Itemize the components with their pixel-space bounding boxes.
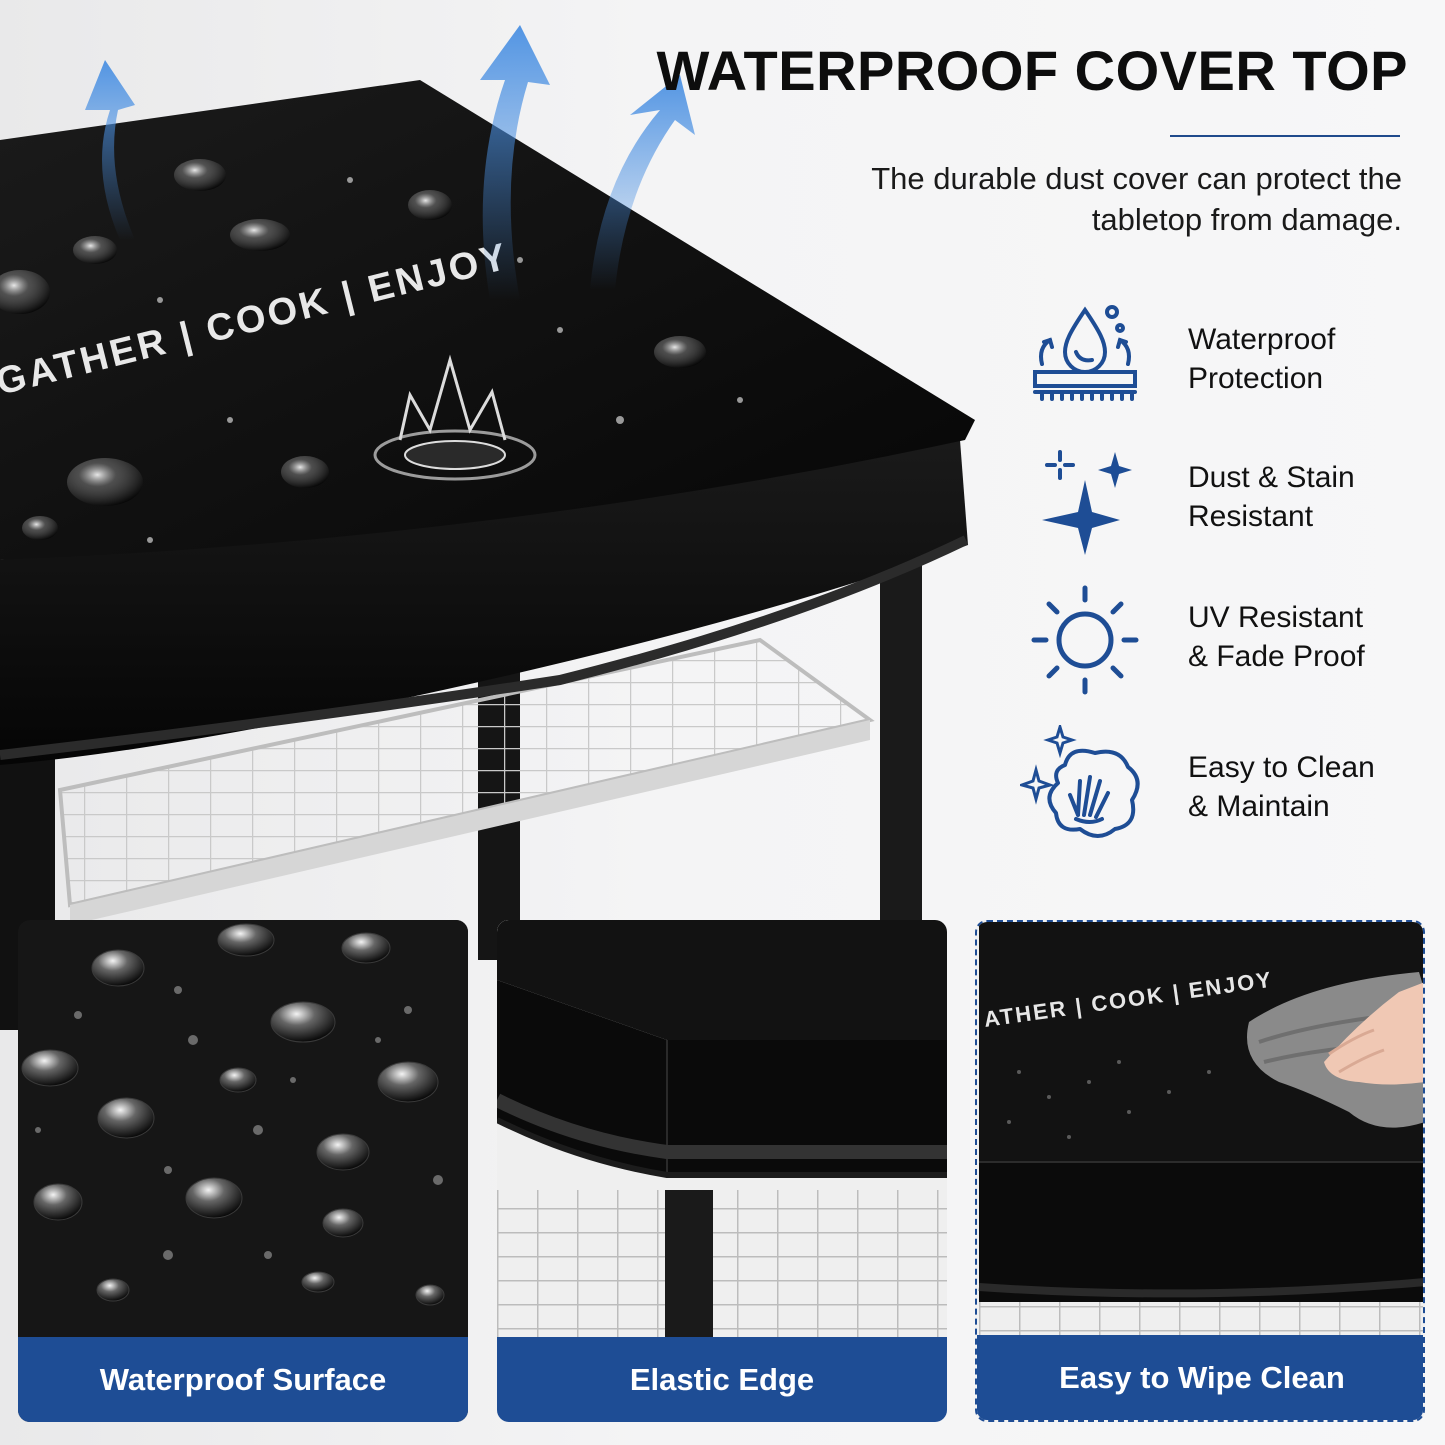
- hand-cloth-icon: [1020, 725, 1150, 845]
- panel-caption: Easy to Wipe Clean: [977, 1335, 1425, 1420]
- panel-caption: Elastic Edge: [497, 1337, 947, 1422]
- water-drop-icon: [1020, 300, 1150, 420]
- panel-elastic-edge: Elastic Edge: [497, 920, 947, 1422]
- feature-label: & Maintain: [1188, 787, 1330, 826]
- panel-caption: Waterproof Surface: [18, 1337, 468, 1422]
- feature-label: Protection: [1188, 359, 1323, 398]
- panel-easy-wipe: ATHER | COOK | ENJOY Easy to Wipe Clean: [975, 920, 1425, 1422]
- feature-waterproof: Waterproof Protection: [1020, 300, 1420, 420]
- feature-label: & Fade Proof: [1188, 637, 1365, 676]
- sparkle-icon: [1020, 440, 1150, 560]
- sun-icon: [1020, 580, 1150, 700]
- panel-waterproof-surface: Waterproof Surface: [18, 920, 468, 1422]
- table-leg: [880, 560, 922, 920]
- subtitle: The durable dust cover can protect the t…: [760, 158, 1402, 240]
- feature-label: Dust & Stain: [1188, 458, 1355, 497]
- wipe-clean-image: ATHER | COOK | ENJOY: [977, 922, 1425, 1340]
- subtitle-line: The durable dust cover can protect the: [760, 158, 1402, 199]
- title-divider: [1170, 135, 1400, 137]
- feature-dust-stain: Dust & Stain Resistant: [1020, 440, 1420, 560]
- feature-easy-clean: Easy to Clean & Maintain: [1020, 725, 1420, 845]
- subtitle-line: tabletop from damage.: [760, 199, 1402, 240]
- feature-label: Resistant: [1188, 497, 1313, 536]
- feature-label: UV Resistant: [1188, 598, 1363, 637]
- feature-uv: UV Resistant & Fade Proof: [1020, 580, 1420, 700]
- feature-label: Easy to Clean: [1188, 748, 1375, 787]
- elastic-edge-image: [497, 920, 947, 1338]
- page-title: WATERPROOF COVER TOP: [540, 38, 1408, 103]
- waterproof-surface-image: [18, 920, 468, 1338]
- feature-label: Waterproof: [1188, 320, 1335, 359]
